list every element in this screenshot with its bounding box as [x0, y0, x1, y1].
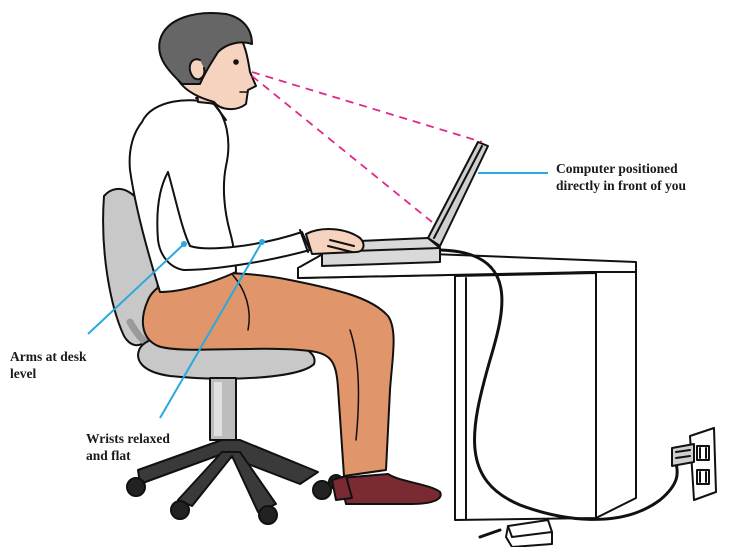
wall-outlet-icon: [672, 428, 716, 500]
arms-label-line-1: Arms at desk: [10, 348, 87, 365]
computer-position-label: Computer positioned directly in front of…: [556, 160, 686, 194]
arms-label-line-2: level: [10, 365, 87, 382]
wrists-leader-dot: [259, 239, 265, 245]
wrists-label: Wrists relaxed and flat: [86, 430, 170, 464]
computer-label-line-2: directly in front of you: [556, 177, 686, 194]
wrists-label-line-2: and flat: [86, 447, 170, 464]
arms-leader-dot: [181, 241, 187, 247]
computer-label-line-1: Computer positioned: [556, 160, 686, 177]
power-adapter-icon: [506, 520, 552, 547]
arms-label: Arms at desk level: [10, 348, 87, 382]
wrists-label-line-1: Wrists relaxed: [86, 430, 170, 447]
